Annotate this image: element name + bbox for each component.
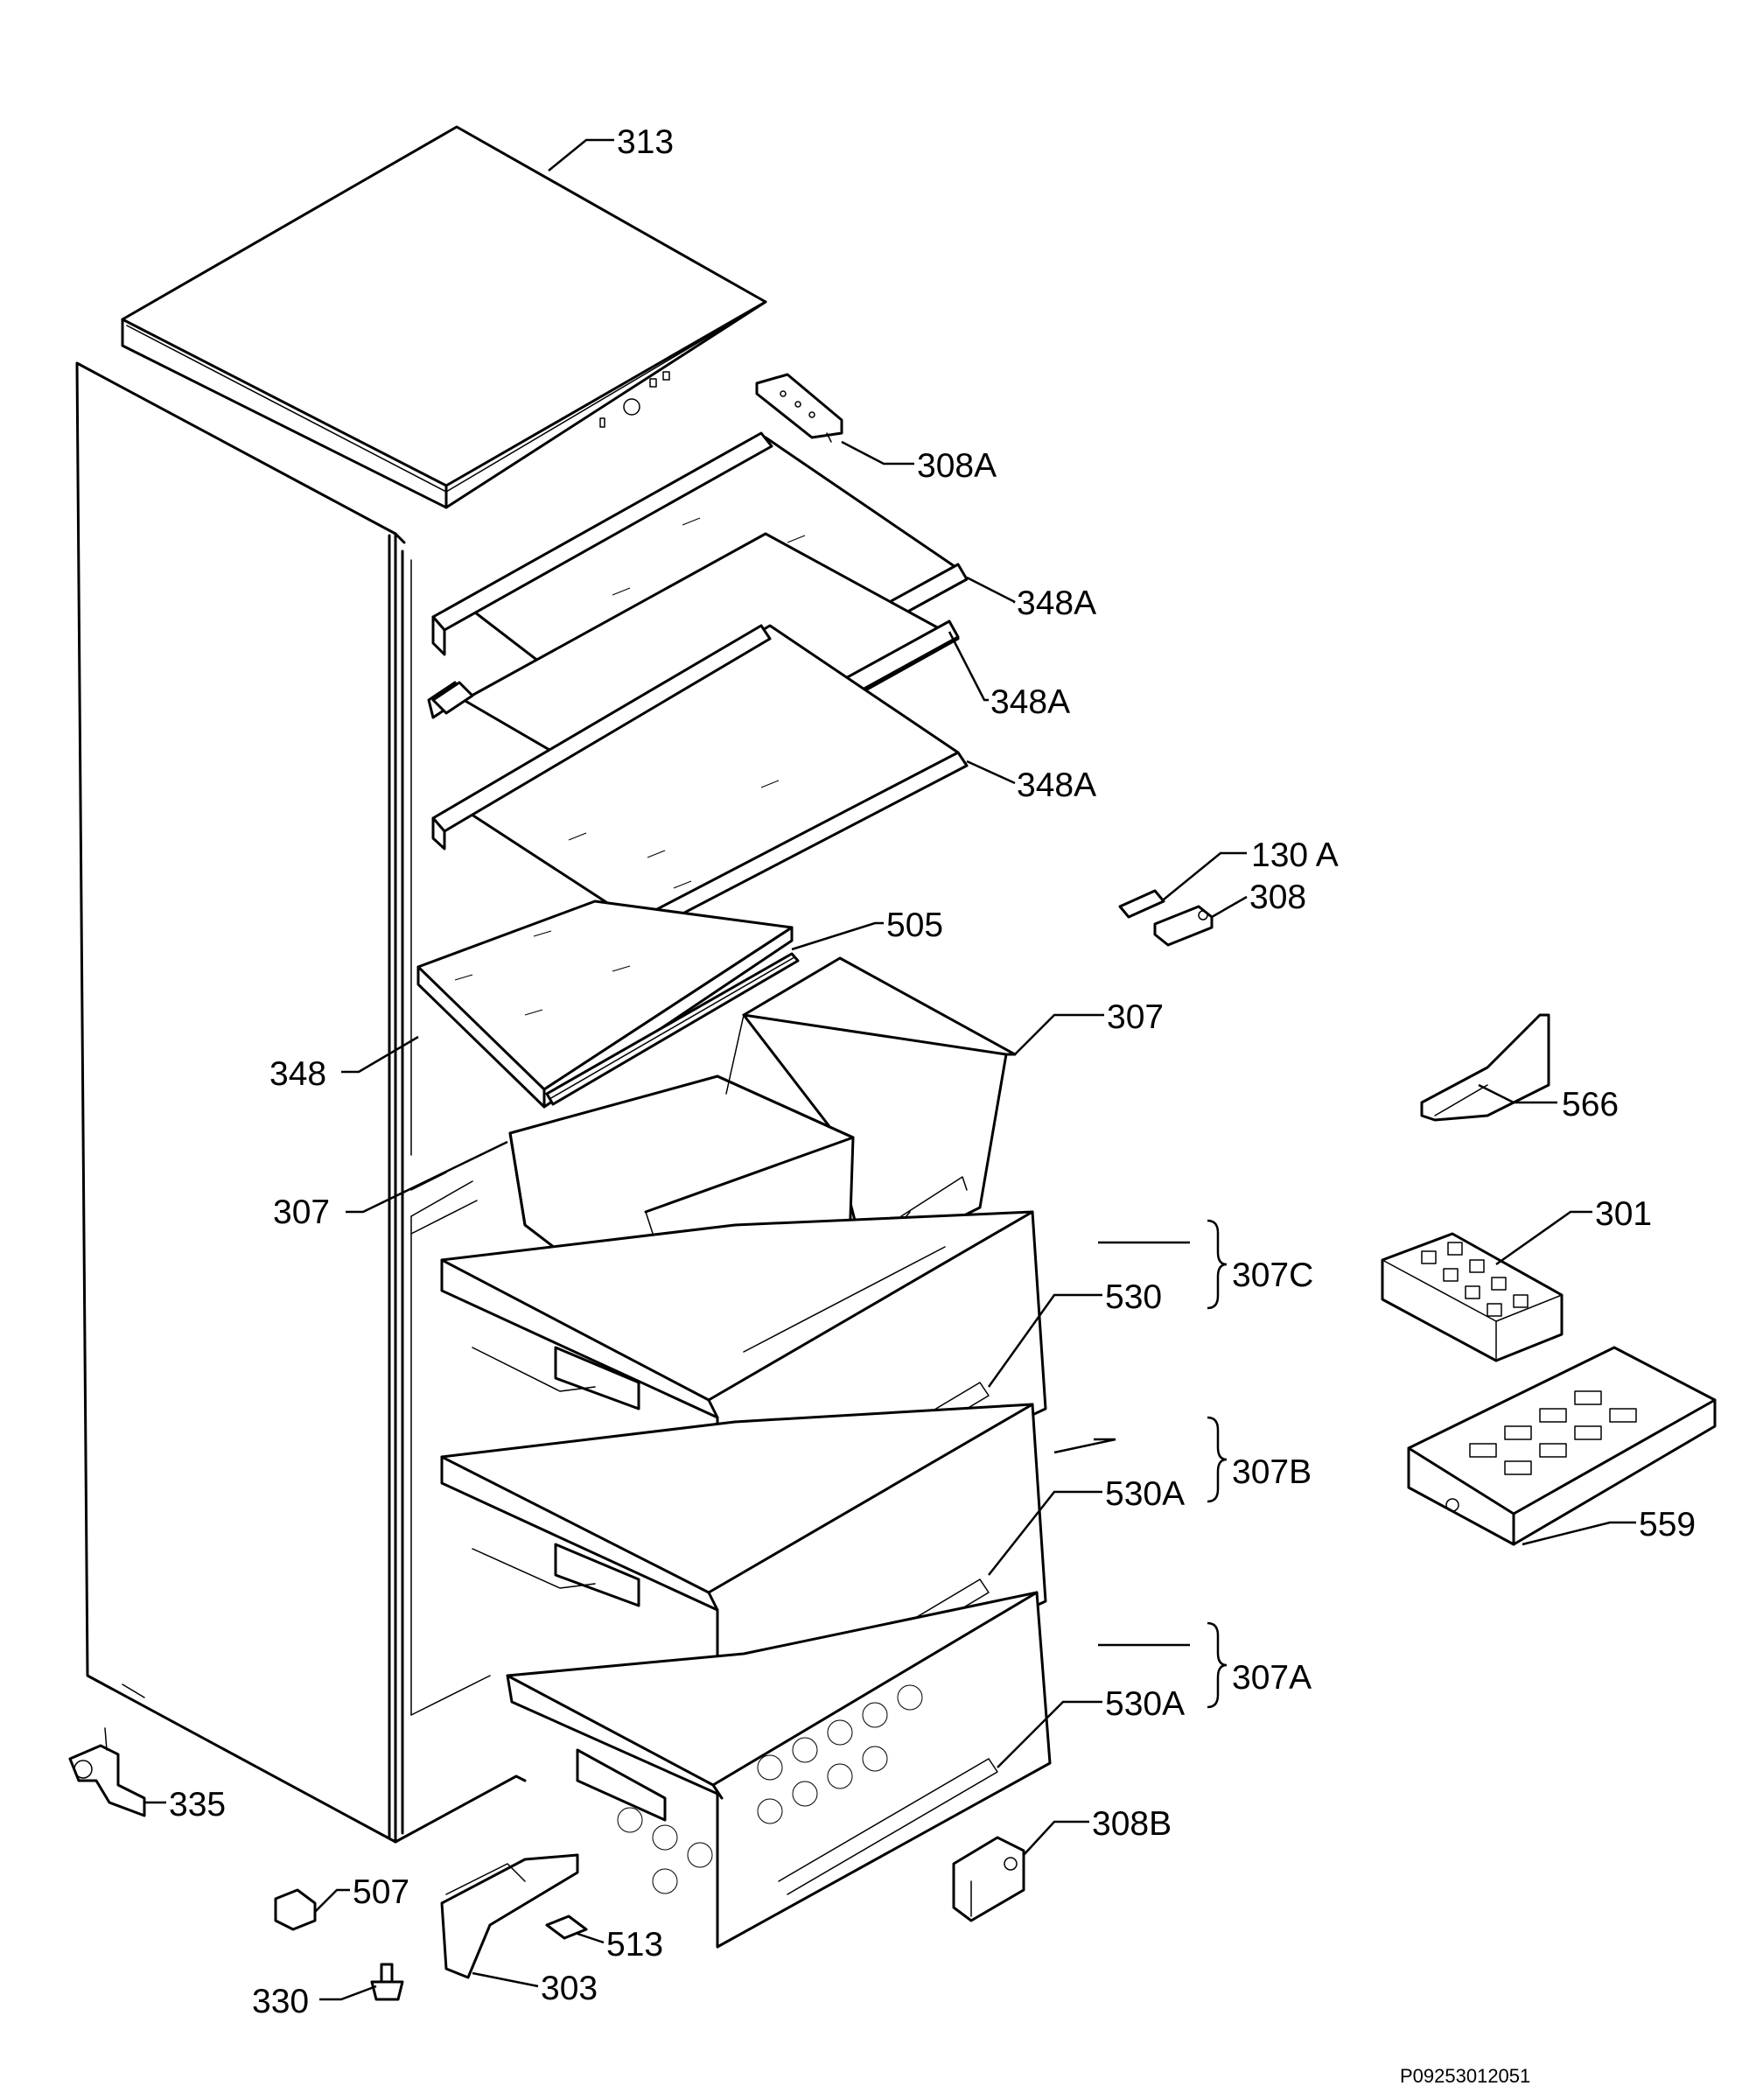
bottom-hinge xyxy=(952,1836,1025,1922)
label-308b: 308B xyxy=(1092,1805,1172,1843)
label-335: 335 xyxy=(169,1786,226,1824)
label-348a-2: 348A xyxy=(990,683,1070,721)
cold-accumulator xyxy=(1407,1346,1717,1546)
adjustable-foot xyxy=(370,1963,404,2001)
label-348: 348 xyxy=(269,1055,326,1093)
label-307-right: 307 xyxy=(1107,998,1164,1036)
reference-code: P09253012051 xyxy=(1400,2065,1530,2087)
label-308a: 308A xyxy=(917,447,997,485)
label-505: 505 xyxy=(886,906,943,944)
label-303: 303 xyxy=(541,1970,598,2007)
clip xyxy=(274,1888,317,1931)
label-530a-2: 530A xyxy=(1105,1685,1185,1723)
label-348a-1: 348A xyxy=(1017,584,1096,622)
glass-shelf-lower xyxy=(431,624,969,947)
top-lid xyxy=(121,125,767,509)
label-301: 301 xyxy=(1595,1195,1652,1233)
label-313: 313 xyxy=(617,123,674,161)
label-307c: 307C xyxy=(1232,1256,1313,1294)
label-530a-1: 530A xyxy=(1105,1475,1185,1513)
crisper-box-right xyxy=(742,956,1017,1266)
top-hinge xyxy=(755,373,843,443)
label-513: 513 xyxy=(606,1926,663,1964)
part-labels: 313 308A 348A 348A 348A 130 A 308 505 30… xyxy=(169,123,1696,2020)
label-559: 559 xyxy=(1639,1506,1696,1544)
label-130a: 130 A xyxy=(1251,836,1339,874)
leader-lines xyxy=(144,138,1636,2001)
foot-bracket xyxy=(68,1727,146,1817)
label-348a-3: 348A xyxy=(1017,766,1096,804)
small-tab xyxy=(545,1914,588,1940)
label-307b: 307B xyxy=(1232,1453,1312,1491)
glass-shelf-bottom xyxy=(416,900,794,1109)
label-566: 566 xyxy=(1562,1086,1619,1124)
ice-scraper xyxy=(1420,1013,1550,1122)
freezer-drawer-bottom xyxy=(506,1591,1052,1949)
label-307-left: 307 xyxy=(273,1194,330,1231)
label-307a: 307A xyxy=(1232,1659,1312,1697)
ice-tray xyxy=(1381,1232,1564,1362)
label-507: 507 xyxy=(353,1873,409,1911)
hinge-pin-parts xyxy=(1118,889,1214,947)
label-308: 308 xyxy=(1249,878,1306,916)
shelf-trim-strip xyxy=(545,952,800,1106)
label-330: 330 xyxy=(252,1983,309,2020)
label-530: 530 xyxy=(1105,1278,1162,1316)
kickplate xyxy=(440,1853,579,1979)
cabinet-body xyxy=(75,361,527,1844)
